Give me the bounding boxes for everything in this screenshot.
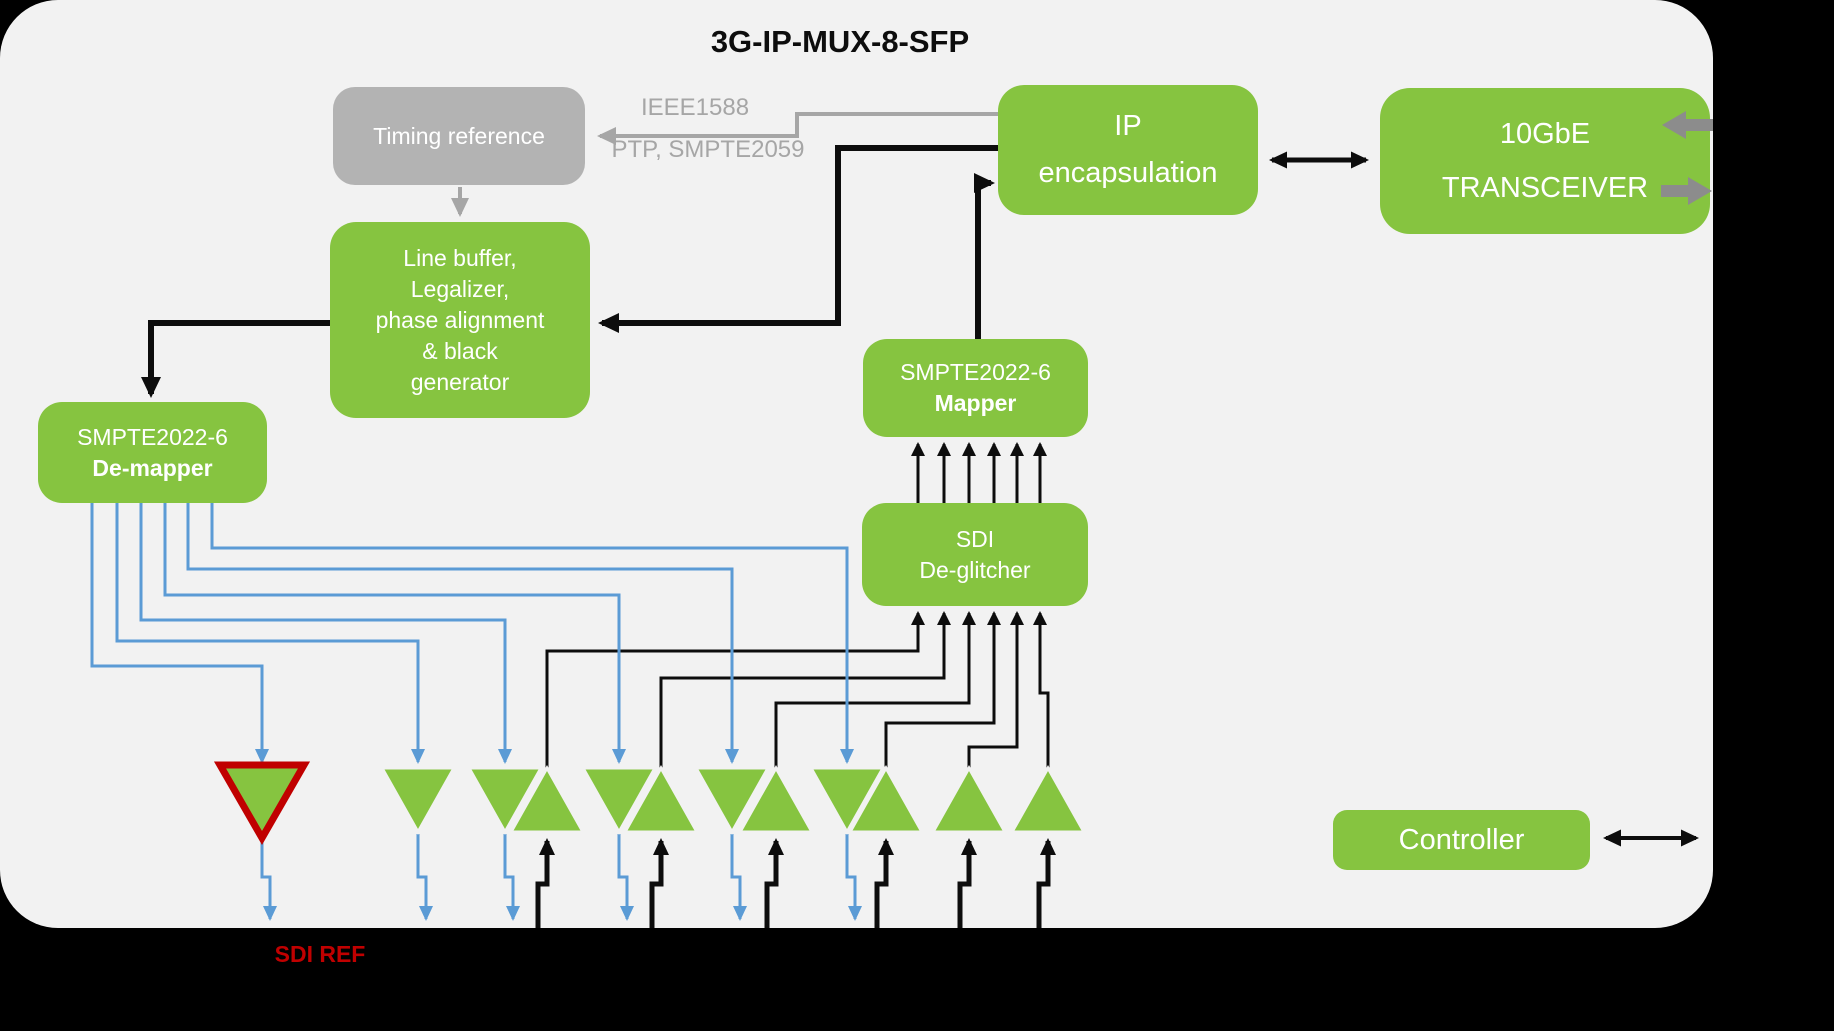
transceiver-block: 10GbE TRANSCEIVER [1380,88,1710,234]
demapper-standard-label: SMPTE2022-6 [77,423,228,450]
ip-encapsulation-line2: encapsulation [1038,157,1218,189]
ip-encapsulation-block: IP encapsulation [998,85,1258,215]
ip-encapsulation-line1: IP [1114,110,1142,142]
controller-block: Controller [1333,810,1590,870]
page-title: 3G-IP-MUX-8-SFP [710,24,970,59]
mapper-name-label: Mapper [934,390,1017,416]
timing-reference-block: Timing reference [333,87,585,185]
smpte-demapper-block: SMPTE2022-6 De-mapper [38,402,267,503]
line-buffer-block: Line buffer, Legalizer, phase alignment … [330,222,590,418]
smpte-mapper-block: SMPTE2022-6 Mapper [863,339,1088,437]
deglitcher-line2: De-glitcher [919,556,1031,583]
sdi-ref-label: SDI REF [274,941,366,967]
timing-protocol-label-2: PTP, SMPTE2059 [611,136,805,163]
line-buffer-line2: Legalizer, [410,275,510,302]
line-buffer-line5: generator [410,368,510,395]
transceiver-line2: TRANSCEIVER [1441,172,1649,204]
line-buffer-line3: phase alignment [375,306,545,333]
sdi-deglitcher-block: SDI De-glitcher [862,503,1088,606]
timing-protocol-label-1: IEEE1588 [640,94,750,121]
line-buffer-line1: Line buffer, [403,244,517,271]
controller-label: Controller [1398,823,1525,856]
timing-reference-label: Timing reference [373,122,545,149]
line-buffer-line4: & black [422,337,498,364]
deglitcher-line1: SDI [955,525,995,552]
demapper-name-label: De-mapper [92,454,213,481]
transceiver-line1: 10GbE [1499,118,1591,150]
mapper-standard-label: SMPTE2022-6 [900,359,1051,385]
